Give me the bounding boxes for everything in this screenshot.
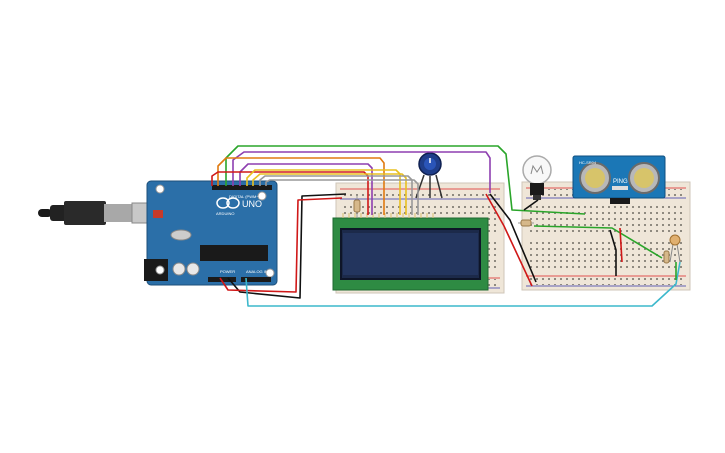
- usb-cable[interactable]: [38, 201, 159, 225]
- wire-yellow-1[interactable]: [246, 169, 401, 215]
- potentiometer[interactable]: [415, 152, 443, 199]
- lcd-display[interactable]: [332, 213, 489, 291]
- arduino-brand-label: ARDUINO: [216, 211, 234, 216]
- arduino-board[interactable]: UNO ARDUINO DIGITAL (PWM~) POWER ANALOG …: [144, 180, 278, 286]
- wire-green-ldr[interactable]: [533, 225, 663, 259]
- wire-red-lcd[interactable]: [219, 197, 343, 293]
- wire-gray-2[interactable]: [265, 179, 419, 215]
- wire-black-bb[interactable]: [489, 193, 537, 283]
- wire-cyan[interactable]: [245, 261, 681, 307]
- wire-red-bb[interactable]: [485, 193, 533, 287]
- sensor-model-label: HC-SR04: [579, 160, 597, 165]
- wire-yellow-2[interactable]: [252, 173, 407, 215]
- wires: [211, 145, 681, 307]
- resistor-lcd[interactable]: [353, 195, 361, 218]
- wire-orange[interactable]: [217, 157, 385, 215]
- wire-purple-top[interactable]: [232, 151, 491, 193]
- sensor-brand-label: PING: [613, 179, 628, 185]
- wire-red-right[interactable]: [619, 227, 623, 263]
- photoresistor[interactable]: [669, 234, 681, 263]
- wire-black-right[interactable]: [609, 229, 617, 276]
- wire-red-upper[interactable]: [211, 171, 369, 215]
- resistor-bulb[interactable]: [518, 219, 534, 227]
- arduino-analog-label: ANALOG IN: [246, 269, 268, 274]
- wire-black-bulb[interactable]: [523, 199, 539, 211]
- arduino-power-label: POWER: [220, 269, 235, 274]
- resistor-ldr[interactable]: [663, 250, 670, 264]
- wire-black-lcd[interactable]: [227, 193, 347, 299]
- light-bulb[interactable]: [522, 155, 552, 200]
- arduino-model-label: UNO: [242, 199, 262, 209]
- arduino-digital-label: DIGITAL (PWM~): [229, 194, 261, 199]
- wire-gray-1[interactable]: [259, 175, 413, 215]
- ultrasonic-sensor[interactable]: HC-SR04 PING: [572, 155, 666, 204]
